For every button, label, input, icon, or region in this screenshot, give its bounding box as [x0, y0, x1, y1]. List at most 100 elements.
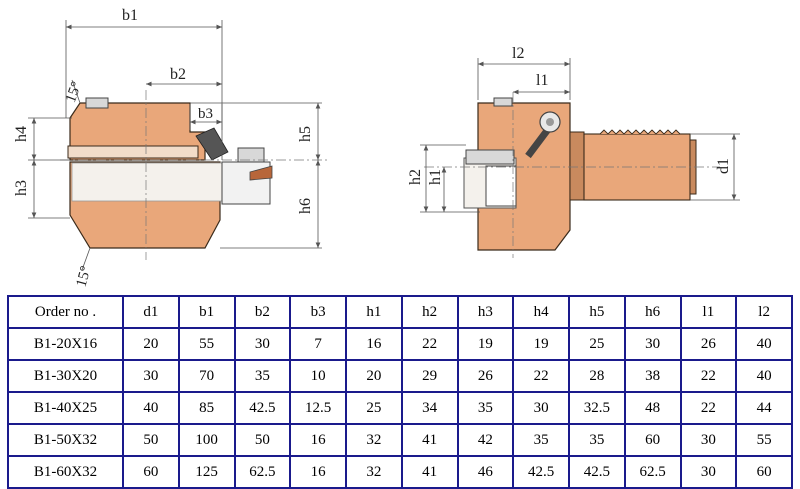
side-insert-block: [485, 165, 517, 207]
value-cell-h5: 35: [568, 423, 626, 457]
value-cell-b1: 125: [177, 455, 236, 489]
value-cell-h4: 35: [512, 423, 570, 457]
header-d1: d1: [122, 295, 180, 329]
front-bolt-head: [85, 97, 109, 109]
dimension-table: Order no . d1 b1 b2 b3 h1 h2 h3 h4 h5 h6…: [7, 295, 793, 489]
value-cell-h6: 30: [623, 327, 682, 361]
technical-drawing: b1 b2 b3 15° 15° h4 h3 h5 h6: [13, 7, 740, 289]
label-l2: l2: [512, 45, 524, 62]
order-no-cell: B1-20X16: [7, 327, 124, 361]
header-order-no: Order no .: [7, 295, 124, 329]
label-h1: h1: [427, 169, 444, 185]
value-cell-h6: 62.5: [623, 455, 682, 489]
value-cell-b3: 7: [289, 327, 347, 361]
value-cell-d1: 40: [122, 391, 180, 425]
value-cell-d1: 50: [122, 423, 180, 457]
value-cell-h4: 22: [512, 359, 570, 393]
header-l2: l2: [735, 295, 793, 329]
value-cell-h2: 41: [400, 455, 459, 489]
value-cell-d1: 30: [122, 359, 180, 393]
value-cell-h4: 42.5: [512, 455, 570, 489]
value-cell-h1: 25: [345, 391, 403, 425]
front-insert-tip: [249, 165, 273, 181]
value-cell-l2: 60: [735, 455, 793, 489]
value-cell-b2: 35: [233, 359, 292, 393]
label-h3: h3: [13, 180, 30, 196]
value-cell-l2: 40: [735, 327, 793, 361]
label-d1: d1: [715, 158, 732, 174]
value-cell-h3: 46: [456, 455, 515, 489]
header-h3: h3: [456, 295, 515, 329]
front-groove: [67, 145, 199, 159]
value-cell-h5: 25: [568, 327, 626, 361]
value-cell-h1: 32: [345, 455, 403, 489]
label-angle-top: 15°: [63, 80, 85, 105]
side-insert: [465, 149, 515, 165]
value-cell-b2: 30: [233, 327, 292, 361]
value-cell-d1: 20: [122, 327, 180, 361]
value-cell-h3: 42: [456, 423, 515, 457]
value-cell-h5: 42.5: [568, 455, 626, 489]
value-cell-h3: 19: [456, 327, 515, 361]
header-b2: b2: [233, 295, 292, 329]
value-cell-b2: 50: [233, 423, 292, 457]
label-l1: l1: [536, 72, 548, 89]
value-cell-l2: 40: [735, 359, 793, 393]
value-cell-b2: 42.5: [233, 391, 292, 425]
value-cell-b1: 85: [177, 391, 236, 425]
value-cell-b1: 70: [177, 359, 236, 393]
header-b1: b1: [177, 295, 236, 329]
value-cell-h1: 16: [345, 327, 403, 361]
value-cell-l1: 26: [679, 327, 738, 361]
value-cell-b3: 12.5: [289, 391, 347, 425]
front-wedge: [195, 127, 229, 161]
value-cell-l1: 30: [679, 455, 738, 489]
front-view: b1 b2 b3 15° 15° h4 h3 h5 h6: [13, 7, 330, 289]
value-cell-h2: 29: [400, 359, 459, 393]
value-cell-b1: 55: [177, 327, 236, 361]
value-cell-h4: 30: [512, 391, 570, 425]
value-cell-h2: 22: [400, 327, 459, 361]
order-no-cell: B1-40X25: [7, 391, 124, 425]
label-b3: b3: [198, 106, 213, 122]
value-cell-l1: 30: [679, 423, 738, 457]
value-cell-l1: 22: [679, 391, 738, 425]
value-cell-h4: 19: [512, 327, 570, 361]
header-b3: b3: [289, 295, 347, 329]
side-view: l2 l1 h2 h1 d1: [407, 45, 740, 258]
side-body: [477, 102, 571, 251]
value-cell-h1: 32: [345, 423, 403, 457]
value-cell-h6: 38: [623, 359, 682, 393]
label-angle-bottom: 15°: [74, 264, 95, 288]
label-h6: h6: [297, 198, 314, 214]
value-cell-h3: 26: [456, 359, 515, 393]
label-b1: b1: [122, 7, 138, 24]
order-no-cell: B1-60X32: [7, 455, 124, 489]
value-cell-h6: 48: [623, 391, 682, 425]
value-cell-h5: 32.5: [568, 391, 626, 425]
value-cell-h1: 20: [345, 359, 403, 393]
value-cell-b2: 62.5: [233, 455, 292, 489]
header-h4: h4: [512, 295, 570, 329]
value-cell-h2: 41: [400, 423, 459, 457]
label-h5: h5: [297, 126, 314, 142]
label-b2: b2: [170, 66, 186, 83]
header-h6: h6: [623, 295, 682, 329]
value-cell-b1: 100: [177, 423, 236, 457]
value-cell-b3: 16: [289, 455, 347, 489]
order-no-cell: B1-50X32: [7, 423, 124, 457]
side-bolt-head: [493, 97, 513, 107]
value-cell-h3: 35: [456, 391, 515, 425]
table-header-row: Order no . d1 b1 b2 b3 h1 h2 h3 h4 h5 h6…: [7, 295, 793, 329]
value-cell-l2: 44: [735, 391, 793, 425]
value-cell-h6: 60: [623, 423, 682, 457]
value-cell-l1: 22: [679, 359, 738, 393]
value-cell-h2: 34: [400, 391, 459, 425]
header-h5: h5: [568, 295, 626, 329]
value-cell-b3: 10: [289, 359, 347, 393]
